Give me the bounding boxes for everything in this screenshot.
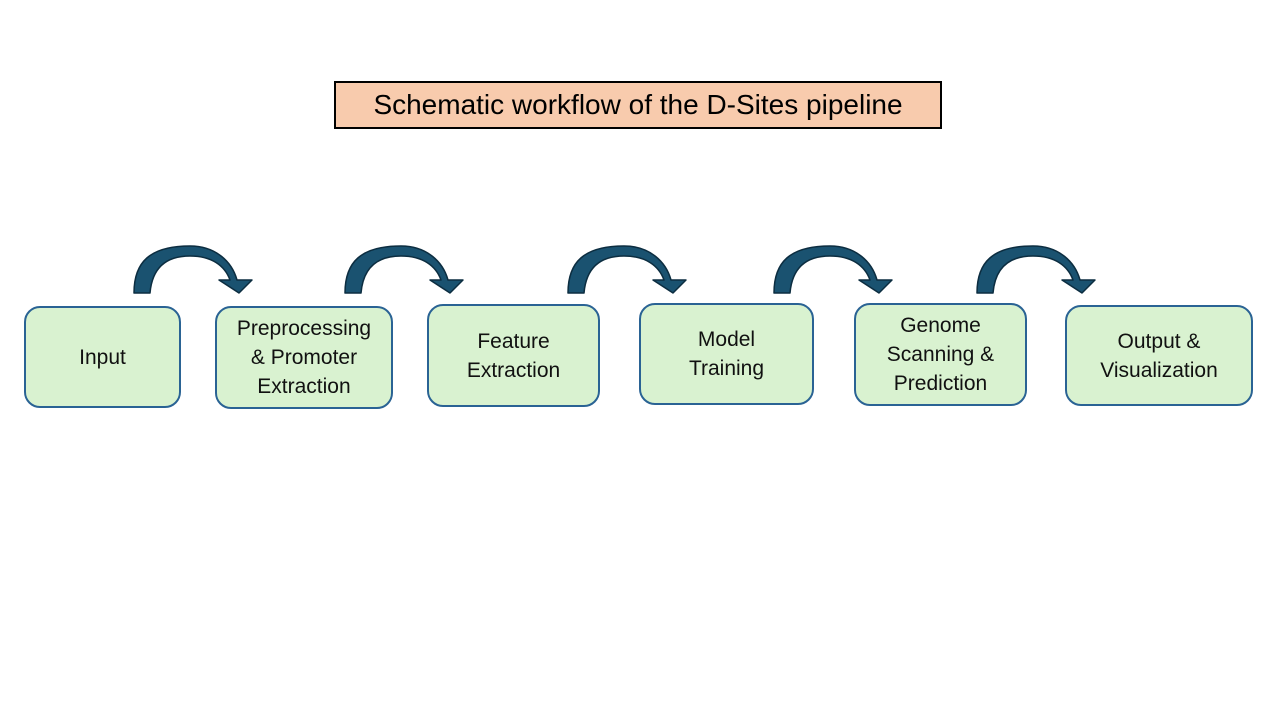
step-feature-extraction: Feature Extraction [427, 304, 600, 407]
step-model-training: Model Training [639, 303, 814, 405]
step-label: Model Training [688, 328, 765, 380]
step-preprocessing: Preprocessing & Promoter Extraction [215, 306, 393, 409]
curved-arrow-icon [344, 245, 464, 294]
step-label: Genome Scanning & Prediction [886, 314, 995, 395]
step-genome-scanning: Genome Scanning & Prediction [854, 303, 1027, 406]
step-label: Preprocessing & Promoter Extraction [236, 317, 372, 398]
step-label: Input [79, 345, 126, 369]
curved-arrow-icon [567, 245, 687, 294]
step-label: Output & Visualization [1100, 329, 1218, 382]
curved-arrow-icon [976, 245, 1096, 294]
diagram-title-text: Schematic workflow of the D-Sites pipeli… [373, 89, 903, 120]
step-label: Feature Extraction [466, 329, 561, 382]
curved-arrow-icon [133, 245, 253, 294]
step-input: Input [24, 306, 181, 408]
step-output-visualization: Output & Visualization [1065, 305, 1253, 406]
diagram-title: Schematic workflow of the D-Sites pipeli… [334, 81, 942, 129]
curved-arrow-icon [773, 245, 893, 294]
